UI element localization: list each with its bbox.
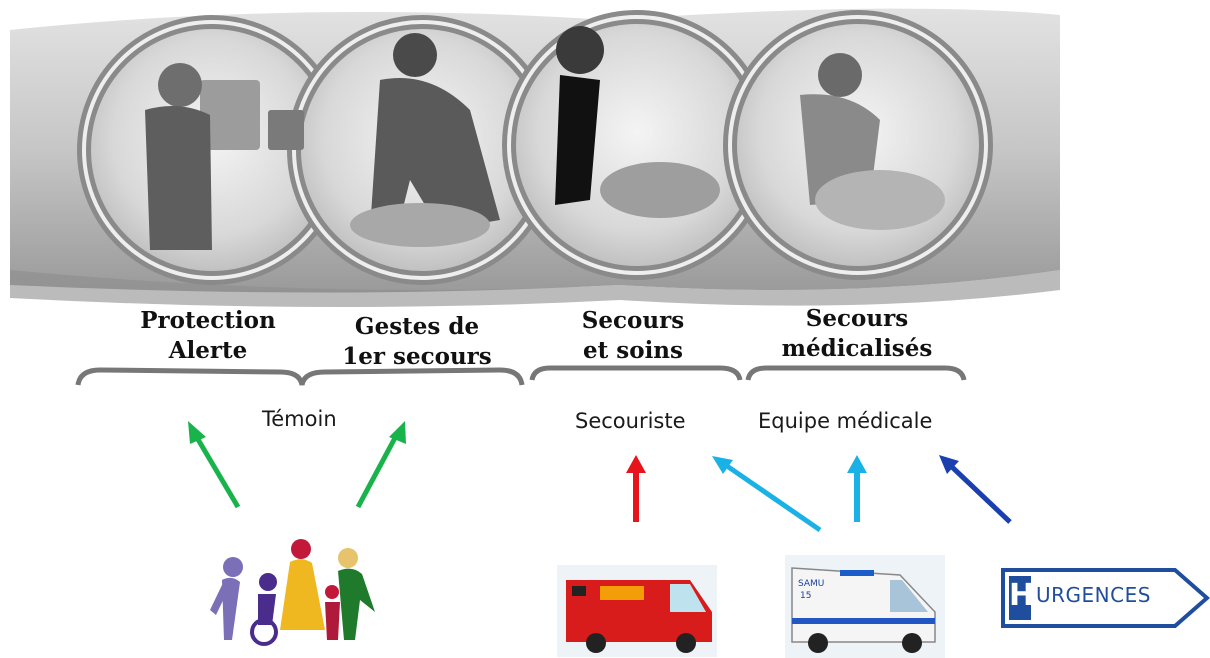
arrow-green-left — [188, 421, 241, 509]
stage-3-line2: et soins — [583, 337, 683, 364]
fire-truck-image — [557, 565, 717, 657]
samu-ambulance-image: SAMU 15 — [785, 555, 945, 658]
arrow-lightblue-diagonal — [712, 456, 822, 533]
role-equipe-medicale: Equipe médicale — [758, 409, 933, 433]
arrow-red — [626, 455, 646, 522]
samu-number: 15 — [800, 591, 811, 601]
stage-4-line2: médicalisés — [781, 335, 933, 362]
brace-secouriste — [529, 365, 743, 381]
stage-2-line1: Gestes de — [354, 313, 480, 340]
stage-1-line2: Alerte — [168, 337, 248, 364]
arrow-green-right — [355, 421, 406, 509]
arrow-lightblue-vertical — [847, 455, 867, 522]
brace-temoin — [75, 367, 525, 386]
first-aider-illustration — [555, 26, 720, 218]
stage-3-line1: Secours — [581, 307, 685, 334]
stage-2-line2: 1er secours — [342, 343, 492, 370]
cpr-rescuer-illustration — [350, 33, 500, 247]
role-temoin: Témoin — [262, 407, 337, 431]
medical-team-illustration — [800, 53, 945, 230]
arrow-darkblue — [939, 455, 1012, 524]
stage-label-medicalises: Secours médicalisés — [762, 304, 952, 364]
stage-4-line1: Secours — [805, 305, 909, 332]
brace-equipe — [745, 365, 967, 381]
stage-label-secours-soins: Secours et soins — [548, 306, 718, 366]
family-icon — [210, 539, 375, 646]
urgences-label: URGENCES — [1036, 583, 1151, 607]
phone-caller-illustration — [145, 63, 304, 250]
stage-1-line1: Protection — [140, 307, 276, 334]
stage-label-gestes: Gestes de 1er secours — [322, 312, 512, 372]
stage-label-protection: Protection Alerte — [118, 306, 298, 366]
hospital-h-letter: H — [1009, 578, 1035, 613]
role-secouriste: Secouriste — [575, 409, 686, 433]
urgences-sign — [1001, 568, 1210, 628]
samu-label: SAMU — [798, 579, 824, 589]
